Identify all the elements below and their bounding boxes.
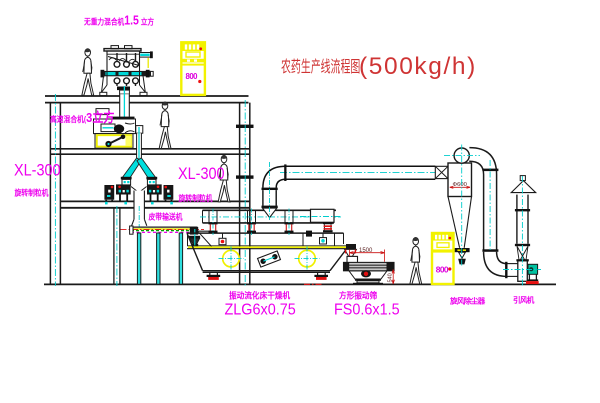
svg-text:旋风除尘器: 旋风除尘器 [449,296,486,306]
svg-text:引风机: 引风机 [513,295,535,305]
svg-text:ZLG6x0.75: ZLG6x0.75 [225,301,296,319]
svg-text:(500kg/h): (500kg/h) [359,53,477,80]
svg-text:Φ600: Φ600 [453,182,467,188]
svg-text:振动流化床干燥机: 振动流化床干燥机 [229,290,291,301]
svg-text:540: 540 [388,273,394,282]
svg-text:XL-300: XL-300 [178,165,225,183]
svg-text:方形振动筛: 方形振动筛 [339,290,377,301]
svg-text:高速混合机(3立方: 高速混合机(3立方 [50,109,114,125]
svg-text:XL-300: XL-300 [14,161,61,179]
svg-text:旋转制粒机: 旋转制粒机 [178,192,213,203]
svg-text:1500: 1500 [359,248,373,254]
svg-text:皮带输送机: 皮带输送机 [148,211,183,222]
svg-text:FS0.6x1.5: FS0.6x1.5 [334,301,400,319]
svg-text:农药生产线流程图: 农药生产线流程图 [281,58,360,76]
svg-text:旋转制粒机: 旋转制粒机 [14,187,49,198]
svg-text:无重力混合机1.5 立方: 无重力混合机1.5 立方 [83,15,155,28]
svg-text:800: 800 [436,264,449,274]
svg-text:800: 800 [186,72,199,81]
